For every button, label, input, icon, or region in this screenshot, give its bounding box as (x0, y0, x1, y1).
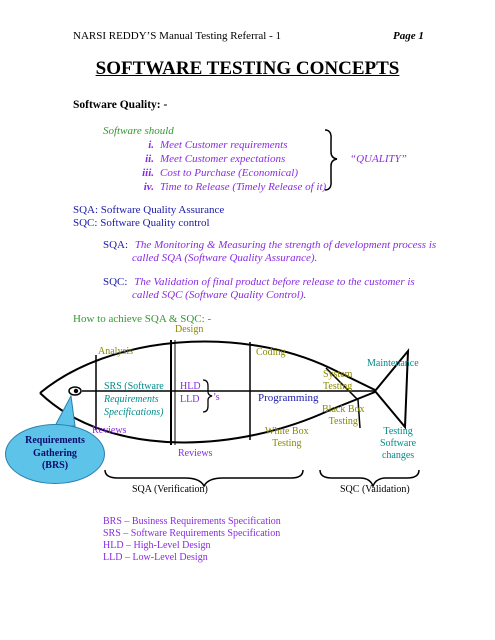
fish-body-top (39, 340, 376, 394)
glossary-item: HLD – High-Level Design (103, 540, 211, 551)
hld-lld-brace (202, 379, 213, 413)
page-header-left: NARSI REDDY’S Manual Testing Referral - … (73, 30, 281, 42)
label-programming: Programming (258, 392, 319, 404)
quality-item: i.Meet Customer requirements (148, 139, 288, 151)
bubble-pointer (54, 394, 76, 427)
label-srs: SRS (Software Requirements Specification… (104, 381, 164, 418)
label-reviews-left: Reviews (92, 425, 127, 436)
sqa-definition: SQA: The Monitoring & Measuring the stre… (103, 239, 437, 251)
sqa-brace (104, 469, 304, 488)
sqc-definition-cont: called SQC (Software Quality Control). (132, 289, 307, 301)
label-apostrophe-s: ’s (213, 392, 220, 403)
label-reviews-mid: Reviews (178, 448, 213, 459)
quality-item: iii.Cost to Purchase (Economical) (142, 167, 298, 179)
diagram-heading: How to achieve SQA & SQC: - (73, 313, 212, 325)
glossary-item: LLD – Low-Level Design (103, 552, 208, 563)
quality-item: ii.Meet Customer expectations (145, 153, 286, 165)
rib-testing (325, 367, 361, 429)
label-design: Design (175, 324, 204, 335)
glossary-item: BRS – Business Requirements Specificatio… (103, 516, 281, 527)
fish-tail (373, 348, 410, 430)
sqc-acronym: SQC: Software Quality control (73, 217, 210, 229)
label-maintenance: Maintenance (367, 358, 419, 369)
quality-label: “QUALITY” (350, 153, 407, 165)
quality-brace (324, 129, 338, 191)
label-sqa-verification: SQA (Verification) (132, 484, 208, 495)
software-should-intro: Software should (103, 125, 174, 137)
label-analysis: Analysis (98, 346, 133, 357)
label-sqc-validation: SQC (Validation) (340, 484, 410, 495)
page-number: Page 1 (393, 30, 424, 42)
sqa-acronym: SQA: Software Quality Assurance (73, 204, 225, 216)
quality-item: iv.Time to Release (Timely Release of it… (143, 181, 327, 193)
sqc-definition: SQC: The Validation of final product bef… (103, 276, 415, 288)
glossary-item: SRS – Software Requirements Specificatio… (103, 528, 281, 539)
page-title: SOFTWARE TESTING CONCEPTS (95, 58, 400, 79)
sqa-definition-cont: called SQA (Software Quality Assurance). (132, 252, 318, 264)
sqc-brace (319, 469, 420, 489)
software-quality-heading: Software Quality: - (73, 99, 168, 111)
label-coding: Coding (256, 347, 286, 358)
